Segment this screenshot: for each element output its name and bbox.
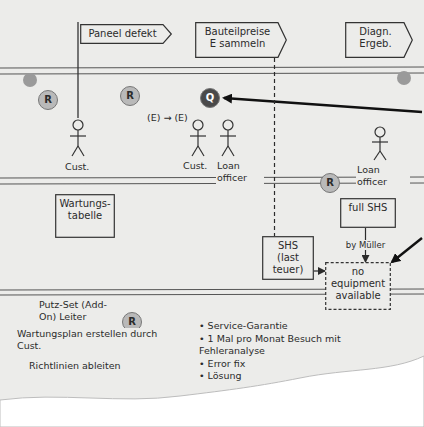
officer-figure bbox=[220, 120, 236, 156]
edge-label: by Müller bbox=[345, 240, 386, 250]
outline bbox=[263, 237, 314, 280]
officer-figure bbox=[372, 127, 388, 160]
node-text: R bbox=[120, 86, 140, 106]
outline bbox=[56, 195, 115, 238]
customer-figure bbox=[190, 120, 206, 156]
note-label: Putz-Set (Add-On) Leiter bbox=[38, 299, 122, 323]
note-label: Cust. bbox=[182, 160, 208, 172]
note-label: Loan officer bbox=[356, 164, 410, 188]
node-text: R bbox=[320, 173, 340, 193]
connector bbox=[314, 270, 325, 271]
lane-line bbox=[0, 73, 424, 74]
outline bbox=[326, 263, 391, 310]
note-label: Loan officer bbox=[216, 160, 264, 184]
note-label: Wartungsplan erstellen durch Cust. bbox=[16, 328, 168, 352]
outline bbox=[121, 87, 140, 106]
node-text: Paneel defekt bbox=[84, 28, 161, 40]
outline bbox=[346, 23, 413, 58]
customer-figure bbox=[70, 120, 86, 156]
note-label: (E) → (E) bbox=[146, 112, 189, 124]
node-text: Wartungs-tabelle bbox=[59, 198, 111, 222]
node-text: E sammeln bbox=[199, 38, 276, 50]
callout-arrow bbox=[224, 98, 422, 112]
node-text: full SHS bbox=[344, 202, 392, 214]
process-box: Wartungs-tabelle bbox=[55, 194, 115, 238]
node-text: SHS (last teuer) bbox=[266, 240, 310, 276]
node-text: Diagn. Ergeb. bbox=[349, 26, 402, 50]
lane-line bbox=[0, 67, 424, 68]
node-text: Q bbox=[200, 88, 220, 108]
note-label: Richtlinien ableiten bbox=[28, 360, 122, 372]
stick-figures bbox=[70, 120, 388, 160]
note-label: • Error fix bbox=[198, 358, 246, 370]
connector bbox=[274, 58, 275, 236]
node-text: R bbox=[38, 90, 58, 110]
node-text: no equipment available bbox=[329, 266, 387, 302]
note-label: • Service-Garantie bbox=[198, 320, 289, 332]
flag-banner: BauteilpreiseE sammeln bbox=[195, 22, 287, 58]
outline bbox=[196, 23, 287, 58]
flag-banner: Paneel defekt bbox=[80, 24, 172, 44]
outline bbox=[321, 174, 340, 193]
note-label: • Lösung bbox=[198, 370, 243, 382]
process-box: SHS (last teuer) bbox=[262, 236, 314, 280]
role-circle: R bbox=[120, 86, 140, 106]
note-box: no equipment available bbox=[325, 262, 391, 310]
role-circle: R bbox=[320, 173, 340, 193]
outline bbox=[341, 199, 396, 228]
outline bbox=[81, 25, 172, 44]
outline bbox=[39, 91, 58, 110]
role-circle: R bbox=[38, 90, 58, 110]
process-box: full SHS bbox=[340, 198, 396, 228]
callout-arrow bbox=[392, 238, 422, 262]
outline bbox=[201, 89, 220, 108]
note-label: • 1 Mal pro Monat Besuch mit Fehleranaly… bbox=[198, 333, 370, 357]
node-text: Bauteilpreise bbox=[199, 26, 276, 38]
flag-pole bbox=[77, 22, 78, 118]
role-circle: Q bbox=[200, 88, 220, 108]
note-label: Cust. bbox=[64, 161, 90, 173]
grey-dot bbox=[397, 71, 411, 85]
swimlane-lines bbox=[0, 67, 424, 295]
torn-edge bbox=[0, 356, 424, 427]
grey-dot bbox=[23, 73, 37, 87]
flag-banner: Diagn. Ergeb. bbox=[345, 22, 413, 58]
